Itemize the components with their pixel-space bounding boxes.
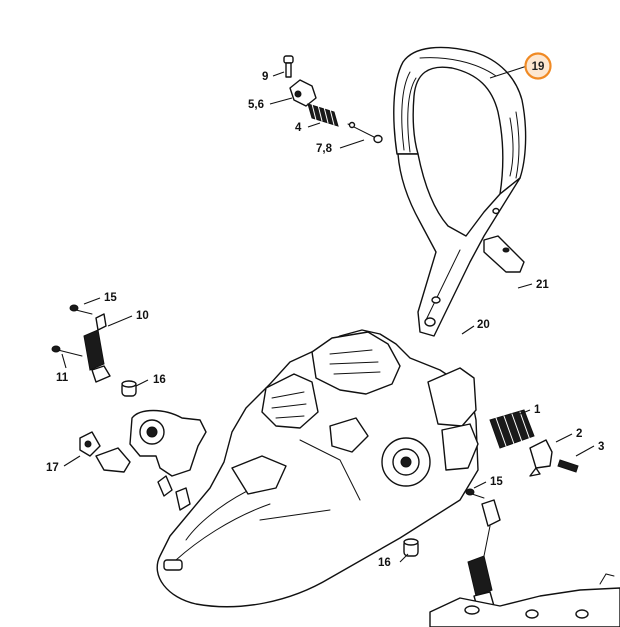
stop-2 <box>529 439 553 477</box>
callout-19-highlight[interactable] <box>524 52 552 80</box>
callout-9[interactable]: 9 <box>262 71 268 83</box>
callout-16-right[interactable]: 16 <box>378 557 391 569</box>
callout-16-left[interactable]: 16 <box>153 374 166 386</box>
callout-15-left[interactable]: 15 <box>104 292 117 304</box>
screw-15-left <box>69 304 93 315</box>
callout-labels: 19 9 5,6 4 7,8 21 20 15 10 11 16 17 1 2 … <box>46 52 604 569</box>
buffer-5-6 <box>289 79 317 107</box>
callout-15-right[interactable]: 15 <box>490 476 503 488</box>
buffer-16-right <box>403 538 419 557</box>
lower-housing <box>429 573 620 627</box>
handlebar <box>393 46 527 337</box>
buffer-16-left <box>121 380 137 397</box>
spring-4 <box>307 103 339 127</box>
screw-11 <box>51 345 83 357</box>
screw-9 <box>283 55 294 78</box>
callout-4[interactable]: 4 <box>295 122 302 134</box>
engine-mount <box>95 409 207 511</box>
spring-lower <box>467 499 501 611</box>
callout-2[interactable]: 2 <box>576 428 582 440</box>
buffer-1 <box>489 409 535 449</box>
leader-lines <box>61 65 595 563</box>
callout-1[interactable]: 1 <box>534 404 541 416</box>
callout-11[interactable]: 11 <box>56 372 69 384</box>
callout-10[interactable]: 10 <box>136 310 149 322</box>
callout-3[interactable]: 3 <box>598 441 604 453</box>
bracket-17 <box>79 431 101 457</box>
callout-7-8[interactable]: 7,8 <box>316 143 333 155</box>
pin-7-8 <box>347 121 383 144</box>
callout-20[interactable]: 20 <box>477 319 490 331</box>
callout-19[interactable]: 19 <box>532 61 545 73</box>
callout-17[interactable]: 17 <box>46 462 59 474</box>
spring-10 <box>83 313 111 383</box>
screw-3 <box>557 459 579 473</box>
callout-5-6[interactable]: 5,6 <box>248 99 264 111</box>
callout-21[interactable]: 21 <box>536 279 549 291</box>
chainsaw-body <box>156 329 479 608</box>
screw-15-right <box>465 488 485 499</box>
